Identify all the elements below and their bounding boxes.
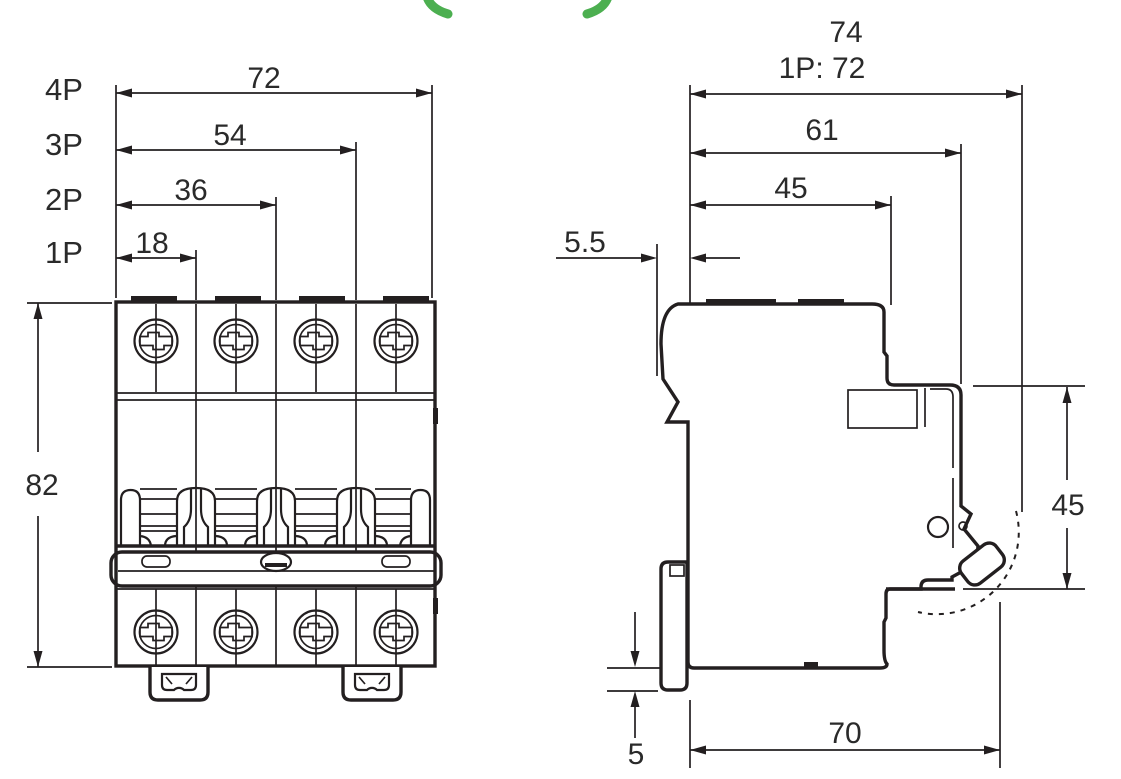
front-view: 4P 3P 2P 1P 72 54 36 xyxy=(25,62,443,702)
pole-label-2p: 2P xyxy=(45,182,83,217)
screw xyxy=(213,609,259,655)
dim-18: 18 xyxy=(135,227,168,260)
pole-label-4p: 4P xyxy=(45,72,83,107)
side-nub xyxy=(433,598,438,614)
dim-82: 82 xyxy=(25,469,58,502)
side-breaker-body xyxy=(659,299,1020,692)
side-nub xyxy=(433,408,438,424)
side-view: 74 1P: 72 61 45 5.5 xyxy=(556,16,1085,771)
side-depth-dimensions: 74 1P: 72 61 45 xyxy=(689,16,1023,512)
screw xyxy=(213,318,259,364)
dim-45-height: 45 xyxy=(1051,489,1084,522)
screw xyxy=(373,318,419,364)
dim-72: 72 xyxy=(247,62,280,95)
screw xyxy=(373,609,419,655)
din-foot-right xyxy=(341,667,403,702)
screw xyxy=(133,609,179,655)
tie-bar-tab xyxy=(141,555,171,568)
clip-protrusion-dimension: 5 xyxy=(607,612,686,771)
green-arc-right xyxy=(582,0,612,19)
screw xyxy=(133,318,179,364)
dim-45-depth: 45 xyxy=(774,172,807,205)
pole-label-3p: 3P xyxy=(45,127,83,162)
din-offset-dimension: 5.5 xyxy=(556,226,740,376)
dim-61: 61 xyxy=(805,114,838,147)
toggle-handle xyxy=(957,541,1007,587)
dim-54: 54 xyxy=(213,119,246,152)
terminal-screws xyxy=(133,318,419,655)
base-depth-dimension: 70 xyxy=(689,602,1001,768)
logo-fragment-green xyxy=(423,0,612,19)
din-rail-clip xyxy=(659,560,689,692)
green-arc-left xyxy=(423,0,453,19)
dim-1p-72: 1P: 72 xyxy=(779,52,866,85)
handle-swing-arc xyxy=(917,510,1020,616)
din-foot-left xyxy=(148,667,210,702)
front-width-dimensions: 72 54 36 18 xyxy=(115,62,433,300)
dim-5-5: 5.5 xyxy=(564,226,606,259)
front-breaker-body xyxy=(109,296,443,702)
dim-5: 5 xyxy=(628,738,645,771)
dim-70: 70 xyxy=(828,717,861,750)
handle-tie-bar xyxy=(109,550,443,588)
front-handle-area xyxy=(116,486,435,548)
front-case-outline xyxy=(114,300,437,668)
label-plate xyxy=(847,389,918,429)
screw xyxy=(293,609,339,655)
indicator-circle xyxy=(926,515,950,539)
tie-bar-center-screw xyxy=(259,551,293,573)
pivot-dot xyxy=(958,521,968,531)
pole-label-1p: 1P xyxy=(45,235,83,270)
tie-bar-tab xyxy=(381,555,411,568)
panel-height-dimension: 45 xyxy=(963,385,1085,590)
screw xyxy=(293,318,339,364)
front-height-dimension: 82 xyxy=(25,302,112,668)
dim-74: 74 xyxy=(829,16,862,49)
dim-36: 36 xyxy=(174,174,207,207)
